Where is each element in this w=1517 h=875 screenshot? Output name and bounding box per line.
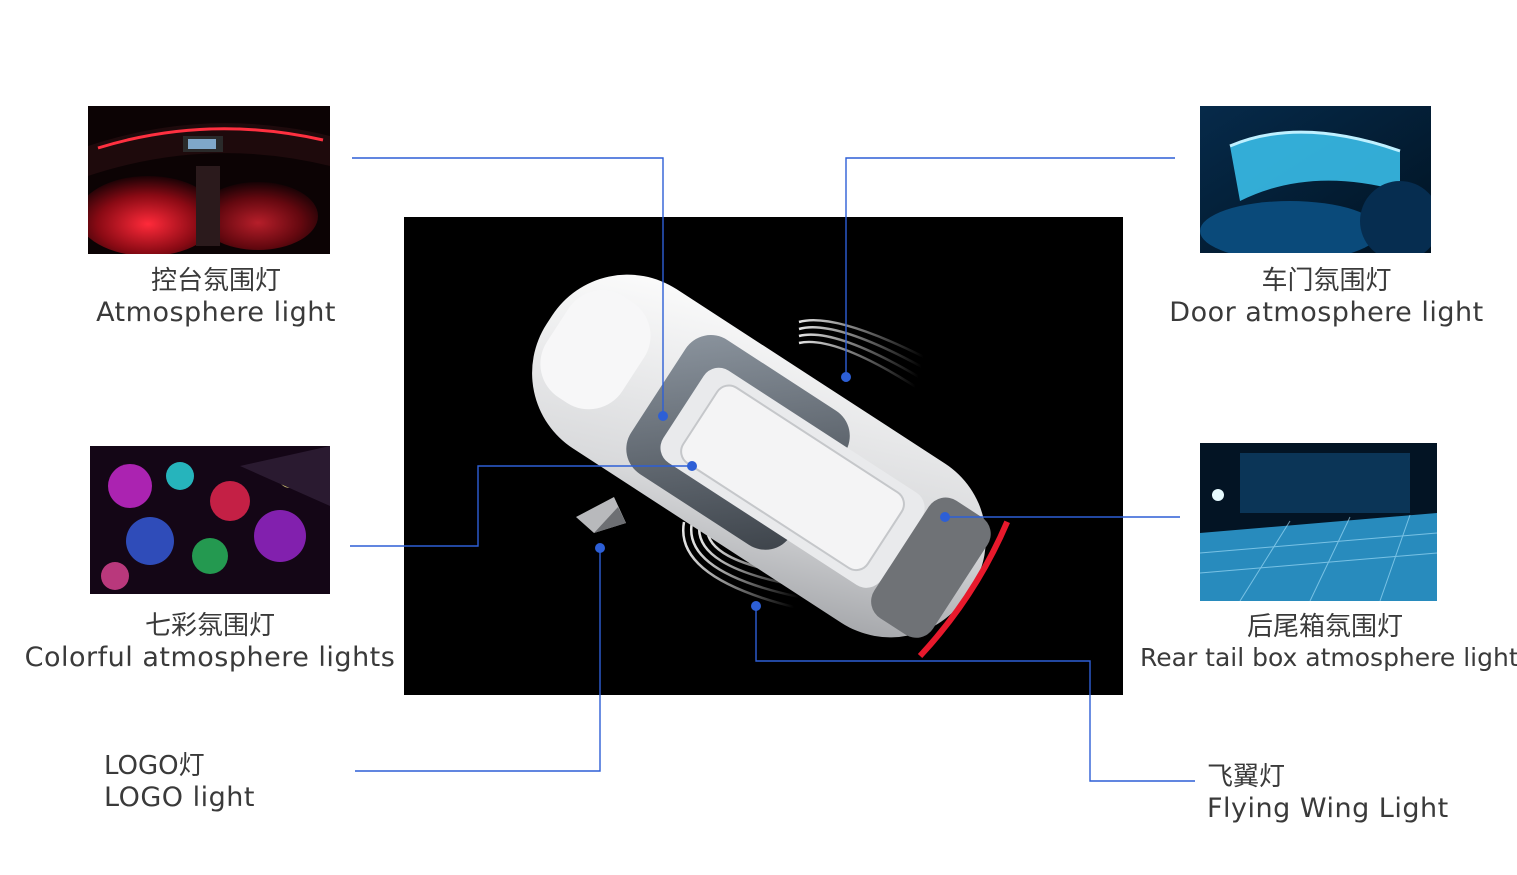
label-door: 车门氛围灯 Door atmosphere light — [1160, 266, 1493, 329]
colorful-light-photo — [90, 446, 330, 594]
label-logo: LOGO灯 LOGO light — [104, 751, 364, 814]
label-console-en: Atmosphere light — [96, 296, 336, 328]
label-colorful-en: Colorful atmosphere lights — [24, 641, 396, 673]
label-console-zh: 控台氛围灯 — [150, 266, 281, 296]
console-light-photo — [88, 106, 330, 254]
door-light-photo — [1200, 106, 1431, 253]
label-door-en: Door atmosphere light — [1169, 296, 1484, 328]
label-console: 控台氛围灯 Atmosphere light — [60, 266, 372, 329]
label-trunk-zh: 后尾箱氛围灯 — [1246, 612, 1403, 642]
label-wing: 飞翼灯 Flying Wing Light — [1207, 762, 1497, 825]
label-logo-en: LOGO light — [104, 781, 255, 813]
label-wing-en: Flying Wing Light — [1207, 792, 1449, 824]
label-colorful-zh: 七彩氛围灯 — [144, 611, 275, 641]
label-wing-zh: 飞翼灯 — [1207, 762, 1286, 792]
label-trunk: 后尾箱氛围灯 Rear tail box atmosphere light — [1140, 612, 1517, 672]
car-top-view-image — [404, 217, 1123, 695]
label-colorful: 七彩氛围灯 Colorful atmosphere lights — [16, 611, 404, 674]
label-door-zh: 车门氛围灯 — [1261, 266, 1392, 296]
label-trunk-en: Rear tail box atmosphere light — [1140, 642, 1517, 672]
label-logo-zh: LOGO灯 — [104, 751, 205, 781]
trunk-light-photo — [1200, 443, 1437, 601]
